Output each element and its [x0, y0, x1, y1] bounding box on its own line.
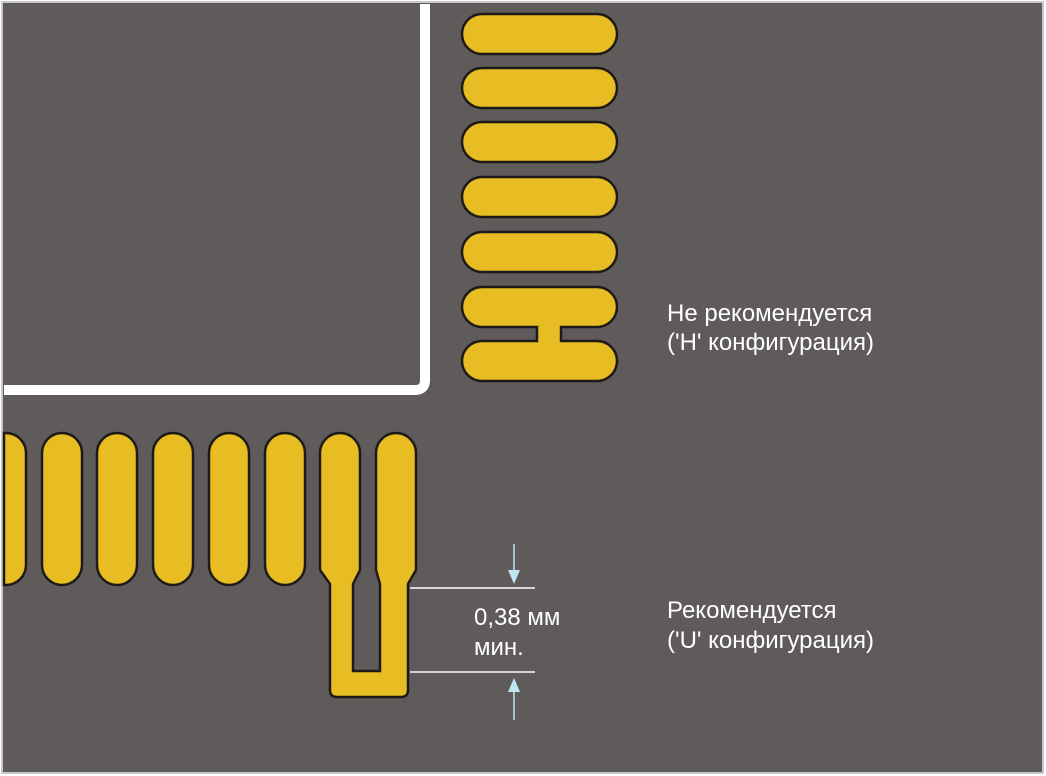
pad — [40, 431, 84, 587]
pad-partial — [2, 431, 28, 587]
pad — [460, 12, 619, 56]
h-bridged-pad-pair — [460, 285, 619, 383]
pad — [263, 431, 307, 587]
h-config-pad-group — [460, 12, 619, 383]
u-bridged-pad-pair — [318, 431, 418, 699]
pad — [460, 66, 619, 110]
pad — [460, 120, 619, 164]
dimension-qualifier: мин. — [474, 634, 524, 661]
u-config-pad-group — [2, 431, 418, 699]
u-config-caption-line1: Рекомендуется — [667, 597, 837, 624]
arrow-down-icon — [508, 570, 520, 584]
pad — [460, 230, 619, 274]
dimension-marker: 0,38 мм мин. — [410, 544, 560, 720]
h-config-caption-line1: Не рекомендуется — [667, 300, 872, 327]
h-config-caption-line2: ('H' конфигурация) — [667, 329, 874, 356]
pad — [95, 431, 139, 587]
component-silkscreen-outline — [4, 4, 430, 395]
arrow-up-icon — [508, 678, 520, 692]
pad — [460, 175, 619, 219]
pad — [207, 431, 251, 587]
dimension-value: 0,38 мм — [474, 604, 560, 631]
pad — [151, 431, 195, 587]
u-config-caption-line2: ('U' конфигурация) — [667, 627, 874, 654]
